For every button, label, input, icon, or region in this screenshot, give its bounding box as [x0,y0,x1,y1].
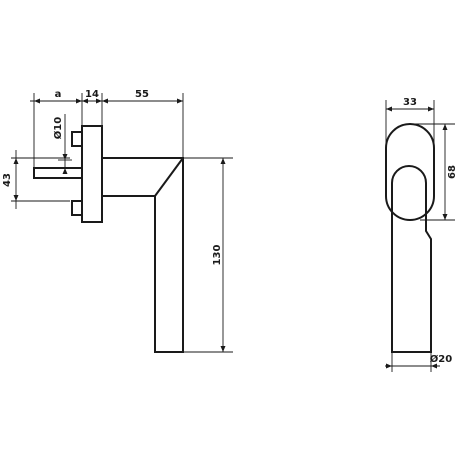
dim-label-a: a [55,89,62,100]
dimension-offset-height: 43 [2,150,70,209]
dim-label-55: 55 [135,89,149,100]
dimension-rose-height: 68 [410,123,458,221]
front-view: 33 68 Ø20 [385,97,458,372]
dim-label-68: 68 [447,165,458,179]
dimension-rose-width: 33 [385,97,435,150]
dimension-lever-diameter: Ø20 [385,352,452,372]
lever-front [391,165,432,353]
backplate [81,125,103,223]
dim-label-d20: Ø20 [430,353,452,365]
dim-label-43: 43 [2,173,13,187]
lever-bend-line [154,157,184,197]
screw-upper [71,131,83,147]
lever-body [101,157,184,353]
dim-label-33: 33 [403,97,417,108]
dim-label-d10: Ø10 [52,117,64,139]
dimension-backplate-depth: 14 [82,89,103,126]
dimension-a: a [30,89,83,168]
dimension-projection: 55 [102,89,184,158]
dimension-lever-length: 130 [183,157,233,353]
screw-lower [71,200,83,216]
dimension-spindle-diameter: Ø10 [52,114,72,174]
dim-label-130: 130 [212,245,223,266]
spindle [33,167,83,179]
side-view: a 14 55 Ø10 [2,89,233,353]
dim-label-14: 14 [85,89,99,100]
